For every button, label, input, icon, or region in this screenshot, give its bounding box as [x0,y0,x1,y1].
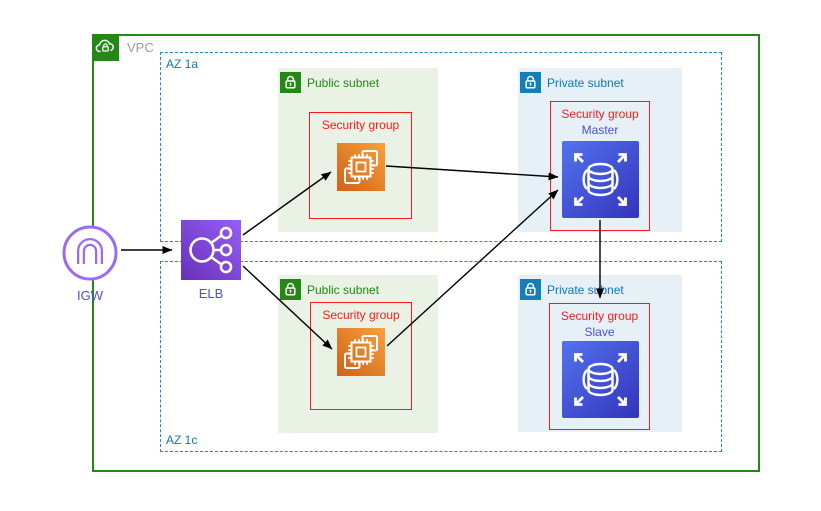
rds-database-master-icon [562,141,639,218]
vpc-label: VPC [127,40,154,55]
master-label: Master [581,123,619,137]
elb-load-balancer-icon [181,220,241,280]
private-subnet-lock-icon [520,72,541,93]
public-subnet-lock-icon [280,279,301,300]
security-group-ec2-az1c: Security group [310,302,412,410]
security-group-slave: Security group Slave [549,303,650,430]
security-group-label: Security group [321,118,400,132]
ec2-instance-icon [337,143,385,191]
security-group-label: Security group [561,107,639,121]
elb-label: ELB [198,286,224,301]
slave-label: Slave [584,325,615,339]
private-subnet-label: Private subnet [547,282,624,297]
vpc-cloud-lock-icon [92,34,119,61]
az-1a-label: AZ 1a [166,57,199,71]
private-subnet-lock-icon [520,279,541,300]
ec2-instance-icon [337,328,385,376]
public-subnet-label: Public subnet [307,282,380,297]
private-subnet-label: Private subnet [547,75,624,90]
security-group-label: Security group [560,309,639,323]
public-subnet-lock-icon [280,72,301,93]
public-subnet-label: Public subnet [307,75,380,90]
rds-database-slave-icon [562,341,639,418]
az-1c-label: AZ 1c [166,433,198,447]
internet-gateway-icon [62,225,118,281]
igw-label: IGW [77,288,103,303]
security-group-label: Security group [322,308,400,322]
